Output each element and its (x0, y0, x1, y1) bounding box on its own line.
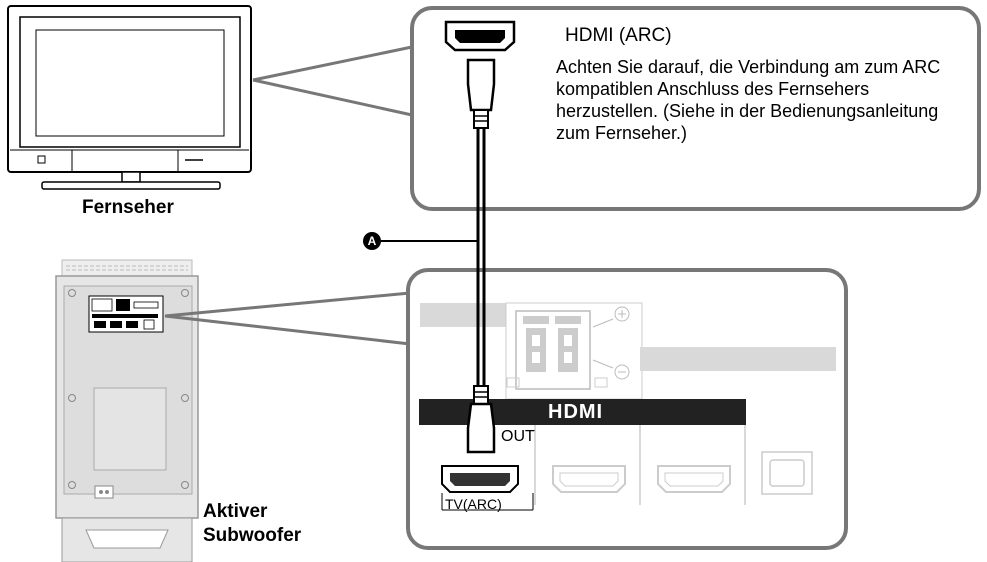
connector-title: HDMI (ARC) (565, 25, 672, 46)
subwoofer-label-line1: Aktiver (203, 501, 268, 522)
subwoofer-label: Aktiver Subwoofer (203, 500, 301, 548)
subwoofer-label-line2: Subwoofer (203, 525, 302, 546)
tv-label: Fernseher (82, 197, 174, 218)
hdmi-cable (381, 20, 516, 454)
callout-a-badge: A (363, 232, 381, 250)
connector-note: Achten Sie darauf, die Verbindung am zum… (556, 57, 941, 143)
hdmi-logo: HDMI (548, 401, 604, 423)
tv-illustration (7, 5, 252, 190)
port-tv-arc-label: TV(ARC) (445, 496, 502, 512)
top-detail-frame (410, 6, 981, 211)
port-out-label: OUT (501, 428, 535, 445)
subwoofer-illustration (55, 259, 199, 562)
